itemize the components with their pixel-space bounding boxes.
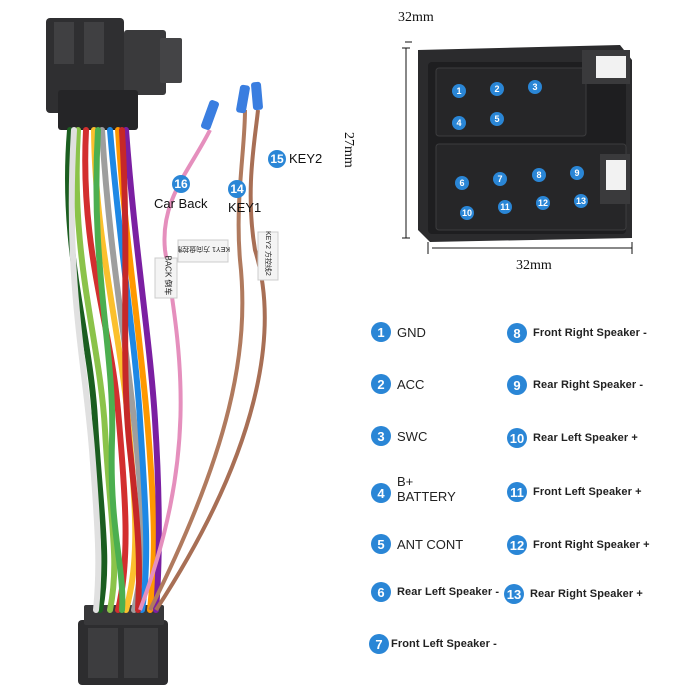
legend-num-12: 12 [507,535,527,555]
pin-8: 8 [532,168,546,182]
legend-item-rear-left-pos: 10 Rear Left Speaker + [507,428,638,448]
legend-num-8: 8 [507,323,527,343]
legend-label-4: B+ BATTERY [397,474,456,504]
legend-label-7: Front Left Speaker - [391,637,497,650]
pin-1: 1 [452,84,466,98]
legend-label-2: ACC [397,376,425,392]
legend-num-7: 7 [369,634,389,654]
pin-9: 9 [570,166,584,180]
legend-label-3: SWC [397,428,428,444]
key1-label: KEY1 [228,200,262,215]
legend-label-6: Rear Left Speaker - [397,585,500,598]
legend-item-front-left-neg: 7 Front Left Speaker - [369,634,497,654]
legend-num-1: 1 [371,322,391,342]
legend-num-5: 5 [371,534,391,554]
pin-10: 10 [460,206,474,220]
legend-item-front-left-pos: 11 Front Left Speaker + [507,482,642,502]
legend-item-front-right-pos: 12 Front Right Speaker + [507,535,650,555]
legend-label-11: Front Left Speaker + [533,485,642,498]
pin-7: 7 [493,172,507,186]
tag-key2-text: KEY2 方控线2 [264,231,271,276]
bottom-connector-plug [78,605,168,685]
legend-num-10: 10 [507,428,527,448]
legend-label-9: Rear Right Speaker - [533,378,644,391]
car-back-badge: 16 [172,175,190,193]
legend-num-9: 9 [507,375,527,395]
legend-num-3: 3 [371,426,391,446]
dim-side-label: 27mm [341,132,356,168]
pin-3: 3 [528,80,542,94]
key2-badge: 15 [268,150,286,168]
legend-num-11: 11 [507,482,527,502]
legend-num-4: 4 [371,483,391,503]
legend-num-2: 2 [371,374,391,394]
legend-item-rear-right-neg: 9 Rear Right Speaker - [507,375,643,395]
pin-2: 2 [490,82,504,96]
legend-item-acc: 2 ACC [371,374,424,394]
legend-label-10: Rear Left Speaker + [533,431,638,444]
key1-badge: 14 [228,180,246,198]
legend-label-1: GND [397,324,426,340]
wire-bundle [65,127,162,613]
tag-back-text: BACK 倒车 [163,255,173,296]
pin-5: 5 [490,112,504,126]
pin-11: 11 [498,200,512,214]
legend-item-rear-left-neg: 6 Rear Left Speaker - [371,582,499,602]
legend-num-13: 13 [504,584,524,604]
legend-item-ant-cont: 5 ANT CONT [371,534,463,554]
legend-item-rear-right-pos: 13 Rear Right Speaker + [504,584,643,604]
legend-label-13: Rear Right Speaker + [530,587,643,600]
dim-top-label: 32mm [398,10,434,25]
pin-6: 6 [455,176,469,190]
legend-item-battery: 4 B+ BATTERY [371,474,456,504]
legend-num-6: 6 [371,582,391,602]
connector-diagram [402,41,633,254]
dim-bottom-label: 32mm [516,258,552,273]
legend-item-front-right-neg: 8 Front Right Speaker - [507,323,647,343]
wiring-harness-image [46,18,279,685]
pin-4: 4 [452,116,466,130]
pin-12: 12 [536,196,550,210]
tag-key1-text: KEY1 方向盘控制1 [178,245,230,252]
legend-label-5: ANT CONT [397,536,464,552]
legend-label-8: Front Right Speaker - [533,326,647,339]
legend-item-gnd: 1 GND [371,322,426,342]
legend-item-swc: 3 SWC [371,426,427,446]
legend-label-12: Front Right Speaker + [533,538,650,551]
car-back-label: Car Back [154,196,208,211]
key2-label: KEY2 [289,151,323,166]
top-connector-plug [46,18,182,130]
pin-13: 13 [574,194,588,208]
